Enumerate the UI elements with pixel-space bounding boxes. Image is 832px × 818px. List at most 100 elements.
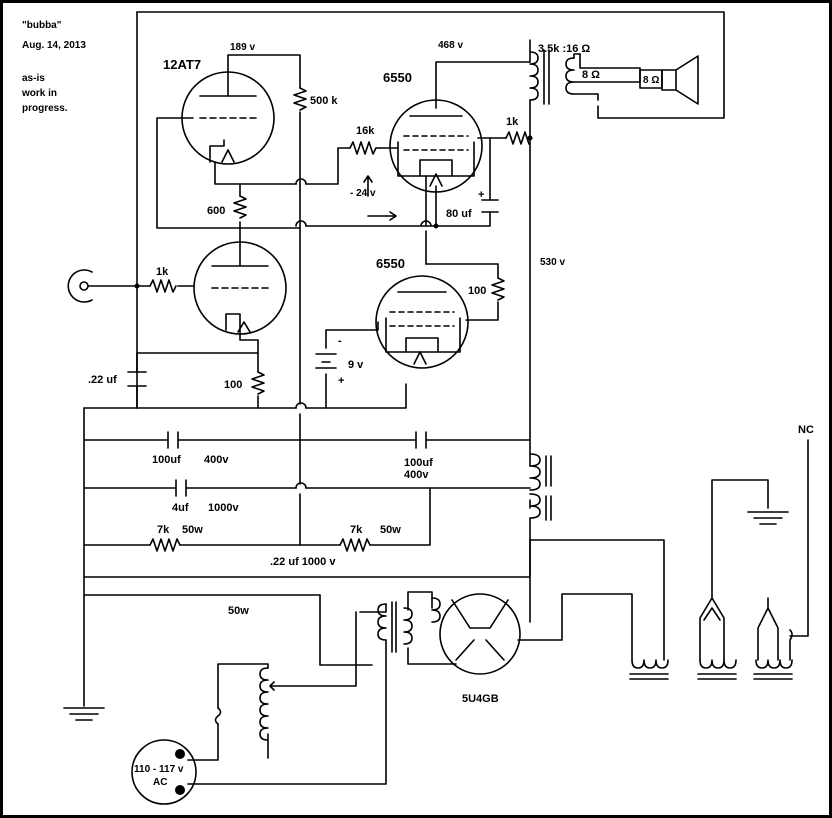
note-line2: work in xyxy=(21,88,57,99)
ground-icon-right xyxy=(747,511,789,525)
label-speaker-imp: 8 Ω xyxy=(643,75,659,86)
label-100-b: 100 xyxy=(468,285,486,297)
wire-to-16k xyxy=(305,147,351,185)
speaker-icon xyxy=(661,55,699,105)
label-468v: 468 v xyxy=(438,40,463,51)
resistor-7k-b xyxy=(339,538,371,552)
capacitor-80uf xyxy=(481,199,499,213)
tube-6550-upper xyxy=(389,99,483,193)
label-50w-c: 50w xyxy=(228,605,249,617)
wire-hop-5 xyxy=(295,482,307,489)
wire-7k-row xyxy=(83,487,431,546)
label-1000v: 1000v xyxy=(208,502,239,514)
label-022uf: .22 uf xyxy=(88,374,117,386)
label-1k-input: 1k xyxy=(156,266,169,278)
label-5u4gb: 5U4GB xyxy=(462,693,499,705)
label-16k: 16k xyxy=(356,125,375,137)
label-600: 600 xyxy=(207,205,225,217)
arrow-neg24-b xyxy=(367,211,397,221)
wire-variac-arm xyxy=(279,611,357,687)
label-4uf: 4uf xyxy=(172,502,189,514)
wire-hop-2 xyxy=(295,402,307,409)
wire-ground-bus2 xyxy=(305,383,407,409)
wire-80uf-b xyxy=(305,211,491,227)
fuse-icon xyxy=(214,707,222,725)
variac xyxy=(259,667,281,741)
label-400v-a: 400v xyxy=(204,454,229,466)
label-7k-a: 7k xyxy=(157,524,170,536)
label-battery: 9 v xyxy=(348,359,364,371)
wire-top-left-rail xyxy=(136,11,725,119)
label-100uf-a: 100uf xyxy=(152,454,181,466)
output-transformer xyxy=(529,49,663,105)
label-189v: 189 v xyxy=(230,42,255,53)
label-50w-b: 50w xyxy=(380,524,401,536)
label-7k-b: 7k xyxy=(350,524,363,536)
battery-9v xyxy=(315,353,337,369)
note-date: Aug. 14, 2013 xyxy=(22,40,86,51)
wire-lower-grid xyxy=(325,321,379,349)
ground-icon-left xyxy=(63,707,105,721)
tube-6550-lower xyxy=(375,275,469,369)
label-impedance: 3.5k :16 Ω xyxy=(538,43,590,55)
wire-6550-top-plate xyxy=(435,61,531,109)
wire-rect-trans-b xyxy=(407,647,457,665)
label-100-cathode: 100 xyxy=(224,379,242,391)
label-12at7: 12AT7 xyxy=(163,57,201,72)
label-1k-screen: 1k xyxy=(506,116,519,128)
label-neg24v: - 24 v xyxy=(350,188,376,199)
note-line1: as-is xyxy=(22,73,45,84)
tube-12at7-lower xyxy=(193,241,287,335)
mains-plug xyxy=(131,739,197,805)
label-nc: NC xyxy=(798,424,814,436)
label-022uf-1000v: .22 uf 1000 v xyxy=(270,556,336,568)
tube-5u4gb xyxy=(439,593,521,675)
wire-mains-b xyxy=(217,663,269,709)
resistor-16k xyxy=(349,141,381,155)
capacitor-100uf-a xyxy=(167,431,179,449)
wire-100b-bot xyxy=(465,301,499,321)
wire-mains-c xyxy=(187,639,387,785)
resistor-100-cathode xyxy=(251,371,265,395)
wire-12at7-top xyxy=(227,54,301,89)
label-80uf-plus: + xyxy=(478,189,484,201)
label-500k: 500 k xyxy=(310,95,338,107)
wire-rect-left xyxy=(319,594,373,666)
winding-2 xyxy=(697,597,737,680)
label-tap8: 8 Ω xyxy=(582,69,600,81)
wire-hop-1 xyxy=(295,178,307,185)
resistor-1k-screen xyxy=(505,131,530,145)
label-mains-ac: AC xyxy=(153,777,167,788)
resistor-7k-a xyxy=(149,538,181,552)
label-battery-plus: + xyxy=(338,375,344,387)
wire-rect-trans xyxy=(407,591,433,611)
resistor-1k-input xyxy=(149,279,177,293)
wire-rect-right xyxy=(517,593,633,661)
wire-mains-a xyxy=(187,723,219,761)
resistor-600 xyxy=(233,195,247,219)
label-6550-bottom: 6550 xyxy=(376,256,405,271)
junctions xyxy=(134,135,533,289)
arrow-neg24 xyxy=(363,175,373,197)
label-mains-voltage: 110 - 117 v xyxy=(134,764,184,775)
label-400v-b: 400v xyxy=(404,469,429,481)
resistor-100-b xyxy=(491,277,505,301)
wire-lower-plate xyxy=(425,263,499,279)
wire-lower-cathode xyxy=(239,319,259,373)
wire-tr-right xyxy=(711,479,769,599)
wire-hop-3 xyxy=(295,220,307,227)
label-530v: 530 v xyxy=(540,257,565,268)
winding-3 xyxy=(753,607,793,680)
label-80uf: 80 uf xyxy=(446,208,472,220)
wire-rect-to-trans2 xyxy=(359,603,387,613)
wire-nc xyxy=(789,439,809,637)
power-transformer-center xyxy=(377,597,441,653)
label-50w-a: 50w xyxy=(182,524,203,536)
label-6550-top: 6550 xyxy=(383,70,412,85)
tube-12at7-upper xyxy=(181,71,275,165)
label-battery-minus: - xyxy=(338,335,342,347)
capacitor-100uf-b xyxy=(415,431,427,449)
wire-hop-4 xyxy=(420,220,432,227)
